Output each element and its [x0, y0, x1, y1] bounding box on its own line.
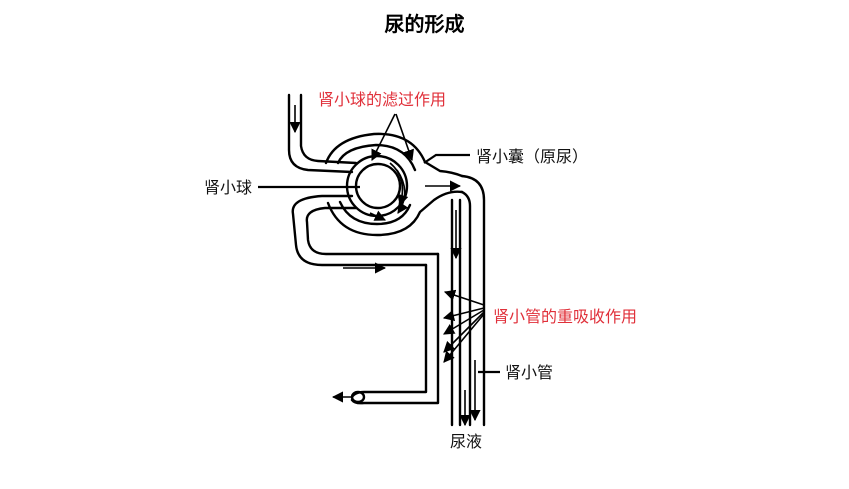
tubule-label: 肾小管 [505, 363, 553, 382]
reabsorption-arrow [443, 309, 485, 335]
filtration-label: 肾小球的滤过作用 [318, 90, 446, 109]
tubule-wall [460, 190, 472, 427]
reabsorption-arrow [443, 313, 485, 363]
efferent-vessel [305, 206, 440, 256]
tubule-wall [460, 174, 486, 427]
reabsorption-label: 肾小管的重吸收作用 [493, 307, 637, 326]
efferent-vessel [291, 194, 428, 267]
capsule-inner [336, 143, 417, 172]
reabsorption-arrow [442, 307, 485, 321]
filtration-arrow [395, 113, 414, 162]
capsule-inner [338, 200, 412, 226]
urine-label: 尿液 [450, 432, 482, 451]
filtration-arrow [369, 210, 387, 221]
afferent-vessel [299, 93, 358, 165]
filtration-arrow [389, 162, 409, 207]
filtration-arrow [396, 169, 409, 214]
capsule-outer [324, 132, 464, 178]
diagram-title: 尿的形成 [384, 12, 465, 36]
reabsorption-arrow [443, 311, 485, 353]
afferent-vessel [287, 93, 354, 174]
leader-line [423, 153, 470, 164]
filtration-arrow [371, 113, 396, 162]
capsule-outer [326, 190, 464, 237]
loop-tubule [350, 263, 428, 399]
glomerulus-inner [354, 162, 402, 210]
capsule-label: 肾小囊（原尿） [476, 147, 588, 166]
reabsorption-arrow [443, 289, 485, 306]
glomerulus-label: 肾小球 [204, 178, 252, 197]
